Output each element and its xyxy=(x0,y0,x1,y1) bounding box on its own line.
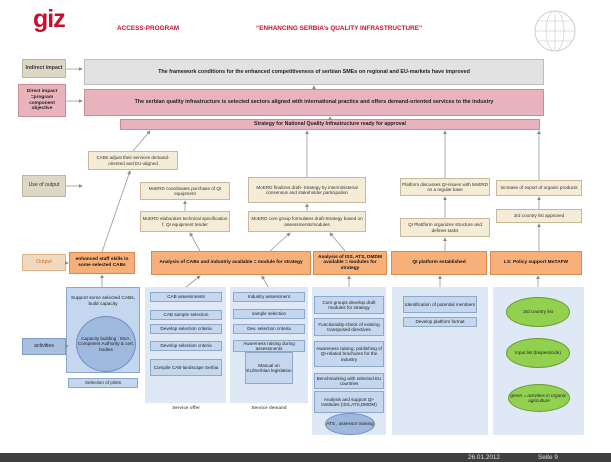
arrow-cabs-to-strategy xyxy=(132,130,151,152)
organic-legend-ellipse: green = activities in organic-agricultur… xyxy=(508,384,570,412)
activity-col4-3: Awareness raising: publishing of QI-rela… xyxy=(314,341,384,367)
output-staff-skills: enhanced staff skills in some selected C… xyxy=(69,252,135,274)
activity-col5-2: Develop platform format xyxy=(403,317,477,327)
activity-col2-5: Compile CAB-landscape Serbia xyxy=(150,359,222,376)
program-name: ACCESS-PROGRAM xyxy=(117,25,180,32)
output-ls-policy: LS: Policy support MoTAFW xyxy=(490,251,582,275)
output-analysis-iss: Analysis of ISS, ATS, DMDM available = m… xyxy=(313,251,387,275)
input-list-ellipse: Input list (biopesticide) xyxy=(506,338,570,368)
activity-col3-2: sample selection xyxy=(233,309,305,319)
activity-col4-4: Benchmarking with selected EU countries xyxy=(314,373,384,389)
arrow-staff-to-cabs xyxy=(101,170,131,253)
arrow-analysis-to-elaborates xyxy=(189,232,201,252)
footer-date: 26.01.2012 xyxy=(468,454,500,461)
footer-page: Seite 9 xyxy=(538,454,558,461)
activity-col3-4: Awareness raising during assessments xyxy=(233,340,305,352)
activity-col2-3: Develop selection criteria xyxy=(150,324,222,334)
activity-col2-1: CAB assessments xyxy=(150,292,222,302)
arrow-analysis-to-core xyxy=(269,232,291,252)
indirect-impact-box: The framework conditions for the enhance… xyxy=(84,59,544,85)
logo: giz xyxy=(33,4,79,34)
activity-col2-2: CAB sample selection xyxy=(150,310,222,320)
platform-organizes-box: QI Plattform organizes structure and def… xyxy=(400,218,490,237)
activity-col3-1: Industry assessment xyxy=(233,292,305,302)
capacity-building-ellipse: Capacity building : MoA, Competent Autho… xyxy=(76,316,136,372)
logo-text: giz xyxy=(33,5,66,33)
activity-col2-4: Develop selection criteria xyxy=(150,341,222,351)
activity-col5-1: Identification of potential members xyxy=(403,296,477,313)
moerd-coordinates-box: MoERD coordinates purchase of QI equipme… xyxy=(140,182,230,200)
page-title: “ENHANCING SERBIA’s QUALITY INFRASTRUCTU… xyxy=(256,25,423,32)
ats-training-ellipse: ATS , assessor training xyxy=(325,413,375,435)
third-country-approved-box: 3rd country list approved xyxy=(496,209,582,223)
row-label-direct-impact: Direct impact =program component objecti… xyxy=(18,84,66,117)
cabs-adjust-box: CABs adjust their services demand-orient… xyxy=(88,151,178,170)
increase-export-box: Increase of export of organic products xyxy=(496,180,582,196)
activity-support-cabs: Support some selected CABs, build capaci… xyxy=(71,296,135,307)
moerd-elaborates-box: MoERD elaborates technical specification… xyxy=(140,211,230,232)
third-country-list-ellipse: 3rd country list xyxy=(506,297,570,327)
row-label-use-of-output: Use of output xyxy=(22,175,66,197)
caption-service-demand: Service demand xyxy=(251,405,287,410)
activity-selection-pilots: Selection of pilots xyxy=(68,378,138,388)
arrow-iss-to-core xyxy=(329,232,346,252)
activity-manual: Manual on EU/Serbian legislation xyxy=(245,352,293,384)
arrow-act3-to-output xyxy=(261,275,269,288)
output-analysis-cabs: Analysis of CABs and industriy available… xyxy=(151,251,311,275)
footer-bar xyxy=(0,453,611,462)
output-qi-platform: QI platform established xyxy=(391,251,487,275)
platform-discusses-box: Platform discusses QI-issues with MoERD … xyxy=(400,178,490,196)
moerd-finalizes-box: MoERD finalizes draft- Strategy by inter… xyxy=(248,177,366,203)
caption-service-offer: Service offer xyxy=(172,405,200,410)
activity-col3-3: Dev. selection criteria xyxy=(233,324,305,334)
activity-col4-2: Functionality-check of existing transpos… xyxy=(314,318,384,336)
direct-impact-box: The serbian quality infrastructure is se… xyxy=(84,89,544,116)
globe-icon xyxy=(533,9,577,53)
moerd-core-group-box: MoERD core group formulates draft-Strate… xyxy=(248,211,366,232)
arrow-act2-to-output xyxy=(185,275,201,288)
activity-col4-1: Core groups develop draft modules for st… xyxy=(314,296,384,314)
row-label-indirect-impact: Indirect impact xyxy=(22,59,66,78)
